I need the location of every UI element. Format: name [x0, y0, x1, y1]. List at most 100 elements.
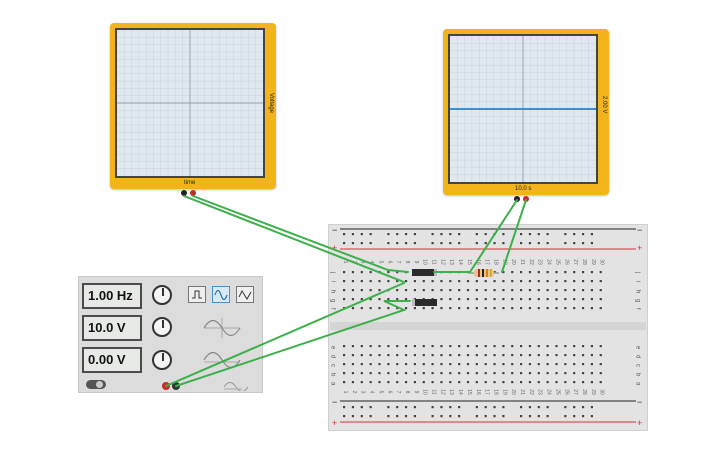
breadboard-hole[interactable] — [484, 372, 487, 375]
breadboard-hole[interactable] — [511, 271, 514, 274]
breadboard-hole[interactable] — [369, 307, 372, 310]
breadboard-hole[interactable] — [466, 280, 470, 283]
rail-hole[interactable] — [564, 406, 567, 409]
square-wave-button[interactable] — [188, 286, 206, 303]
breadboard-hole[interactable] — [449, 280, 452, 283]
breadboard-hole[interactable] — [502, 363, 505, 366]
breadboard-hole[interactable] — [537, 289, 540, 292]
breadboard-hole[interactable] — [431, 354, 434, 357]
rail-hole[interactable] — [475, 242, 478, 245]
breadboard-hole[interactable] — [528, 307, 532, 310]
breadboard-hole[interactable] — [520, 280, 523, 283]
breadboard-hole[interactable] — [466, 345, 470, 348]
breadboard-hole[interactable] — [502, 271, 505, 274]
breadboard-hole[interactable] — [599, 363, 602, 366]
breadboard-hole[interactable] — [573, 280, 576, 283]
breadboard-hole[interactable] — [520, 345, 523, 348]
breadboard-hole[interactable] — [431, 345, 434, 348]
breadboard-hole[interactable] — [520, 307, 523, 310]
breadboard-hole[interactable] — [590, 271, 593, 274]
breadboard-hole[interactable] — [351, 271, 355, 274]
breadboard-hole[interactable] — [599, 345, 602, 348]
breadboard-hole[interactable] — [378, 298, 381, 301]
rail-hole[interactable] — [449, 406, 452, 409]
breadboard-hole[interactable] — [484, 354, 487, 357]
breadboard-hole[interactable] — [581, 354, 585, 357]
breadboard-hole[interactable] — [343, 363, 346, 366]
breadboard-hole[interactable] — [343, 345, 346, 348]
breadboard-hole[interactable] — [387, 354, 390, 357]
rail-hole[interactable] — [475, 406, 478, 409]
breadboard-hole[interactable] — [387, 363, 390, 366]
amplitude-knob[interactable] — [152, 317, 172, 337]
breadboard-hole[interactable] — [555, 372, 558, 375]
breadboard-hole[interactable] — [502, 289, 505, 292]
breadboard-hole[interactable] — [458, 354, 461, 357]
breadboard-hole[interactable] — [413, 280, 416, 283]
rail-hole[interactable] — [520, 242, 523, 245]
resistor[interactable] — [469, 268, 499, 278]
rail-hole[interactable] — [458, 406, 461, 409]
rail-hole[interactable] — [502, 242, 505, 245]
breadboard-hole[interactable] — [537, 307, 540, 310]
breadboard-hole[interactable] — [546, 289, 549, 292]
breadboard-hole[interactable] — [369, 372, 372, 375]
rail-hole[interactable] — [502, 406, 505, 409]
rail-hole[interactable] — [413, 406, 416, 409]
breadboard-hole[interactable] — [387, 298, 390, 301]
rail-hole[interactable] — [369, 415, 372, 418]
breadboard-hole[interactable] — [590, 307, 593, 310]
rail-hole[interactable] — [581, 242, 585, 245]
breadboard-hole[interactable] — [475, 298, 478, 301]
rail-hole[interactable] — [484, 406, 487, 409]
rail-hole[interactable] — [343, 415, 346, 418]
rail-hole[interactable] — [387, 242, 390, 245]
breadboard-hole[interactable] — [360, 381, 363, 384]
breadboard-hole[interactable] — [449, 289, 452, 292]
breadboard-hole[interactable] — [555, 345, 558, 348]
breadboard-hole[interactable] — [343, 354, 346, 357]
breadboard-hole[interactable] — [343, 280, 346, 283]
breadboard-hole[interactable] — [422, 289, 425, 292]
breadboard-hole[interactable] — [449, 307, 452, 310]
breadboard-hole[interactable] — [449, 372, 452, 375]
breadboard-hole[interactable] — [369, 345, 372, 348]
breadboard-hole[interactable] — [564, 289, 567, 292]
breadboard-hole[interactable] — [360, 307, 363, 310]
breadboard-hole[interactable] — [458, 345, 461, 348]
breadboard-hole[interactable] — [511, 372, 514, 375]
breadboard-hole[interactable] — [520, 289, 523, 292]
breadboard-hole[interactable] — [546, 280, 549, 283]
breadboard-hole[interactable] — [581, 345, 585, 348]
breadboard-hole[interactable] — [404, 289, 408, 292]
rail-hole[interactable] — [369, 242, 372, 245]
rail-hole[interactable] — [528, 242, 532, 245]
rail-hole[interactable] — [573, 242, 576, 245]
breadboard-hole[interactable] — [422, 307, 425, 310]
breadboard-hole[interactable] — [484, 363, 487, 366]
breadboard-hole[interactable] — [431, 363, 434, 366]
rail-hole[interactable] — [573, 233, 576, 236]
breadboard-hole[interactable] — [466, 307, 470, 310]
breadboard-hole[interactable] — [537, 271, 540, 274]
breadboard-hole[interactable] — [599, 372, 602, 375]
breadboard-hole[interactable] — [466, 298, 470, 301]
rail-hole[interactable] — [431, 233, 434, 236]
breadboard-hole[interactable] — [449, 298, 452, 301]
breadboard-hole[interactable] — [564, 354, 567, 357]
rail-hole[interactable] — [343, 242, 346, 245]
rail-hole[interactable] — [528, 406, 532, 409]
rail-hole[interactable] — [343, 233, 346, 236]
breadboard-hole[interactable] — [564, 372, 567, 375]
rail-hole[interactable] — [431, 242, 434, 245]
breadboard-hole[interactable] — [440, 298, 443, 301]
rail-hole[interactable] — [520, 406, 523, 409]
rail-hole[interactable] — [493, 406, 496, 409]
breadboard-hole[interactable] — [493, 381, 496, 384]
breadboard-hole[interactable] — [599, 307, 602, 310]
breadboard-hole[interactable] — [511, 298, 514, 301]
breadboard-hole[interactable] — [458, 372, 461, 375]
breadboard-hole[interactable] — [564, 307, 567, 310]
breadboard-hole[interactable] — [369, 298, 372, 301]
rail-hole[interactable] — [351, 415, 355, 418]
